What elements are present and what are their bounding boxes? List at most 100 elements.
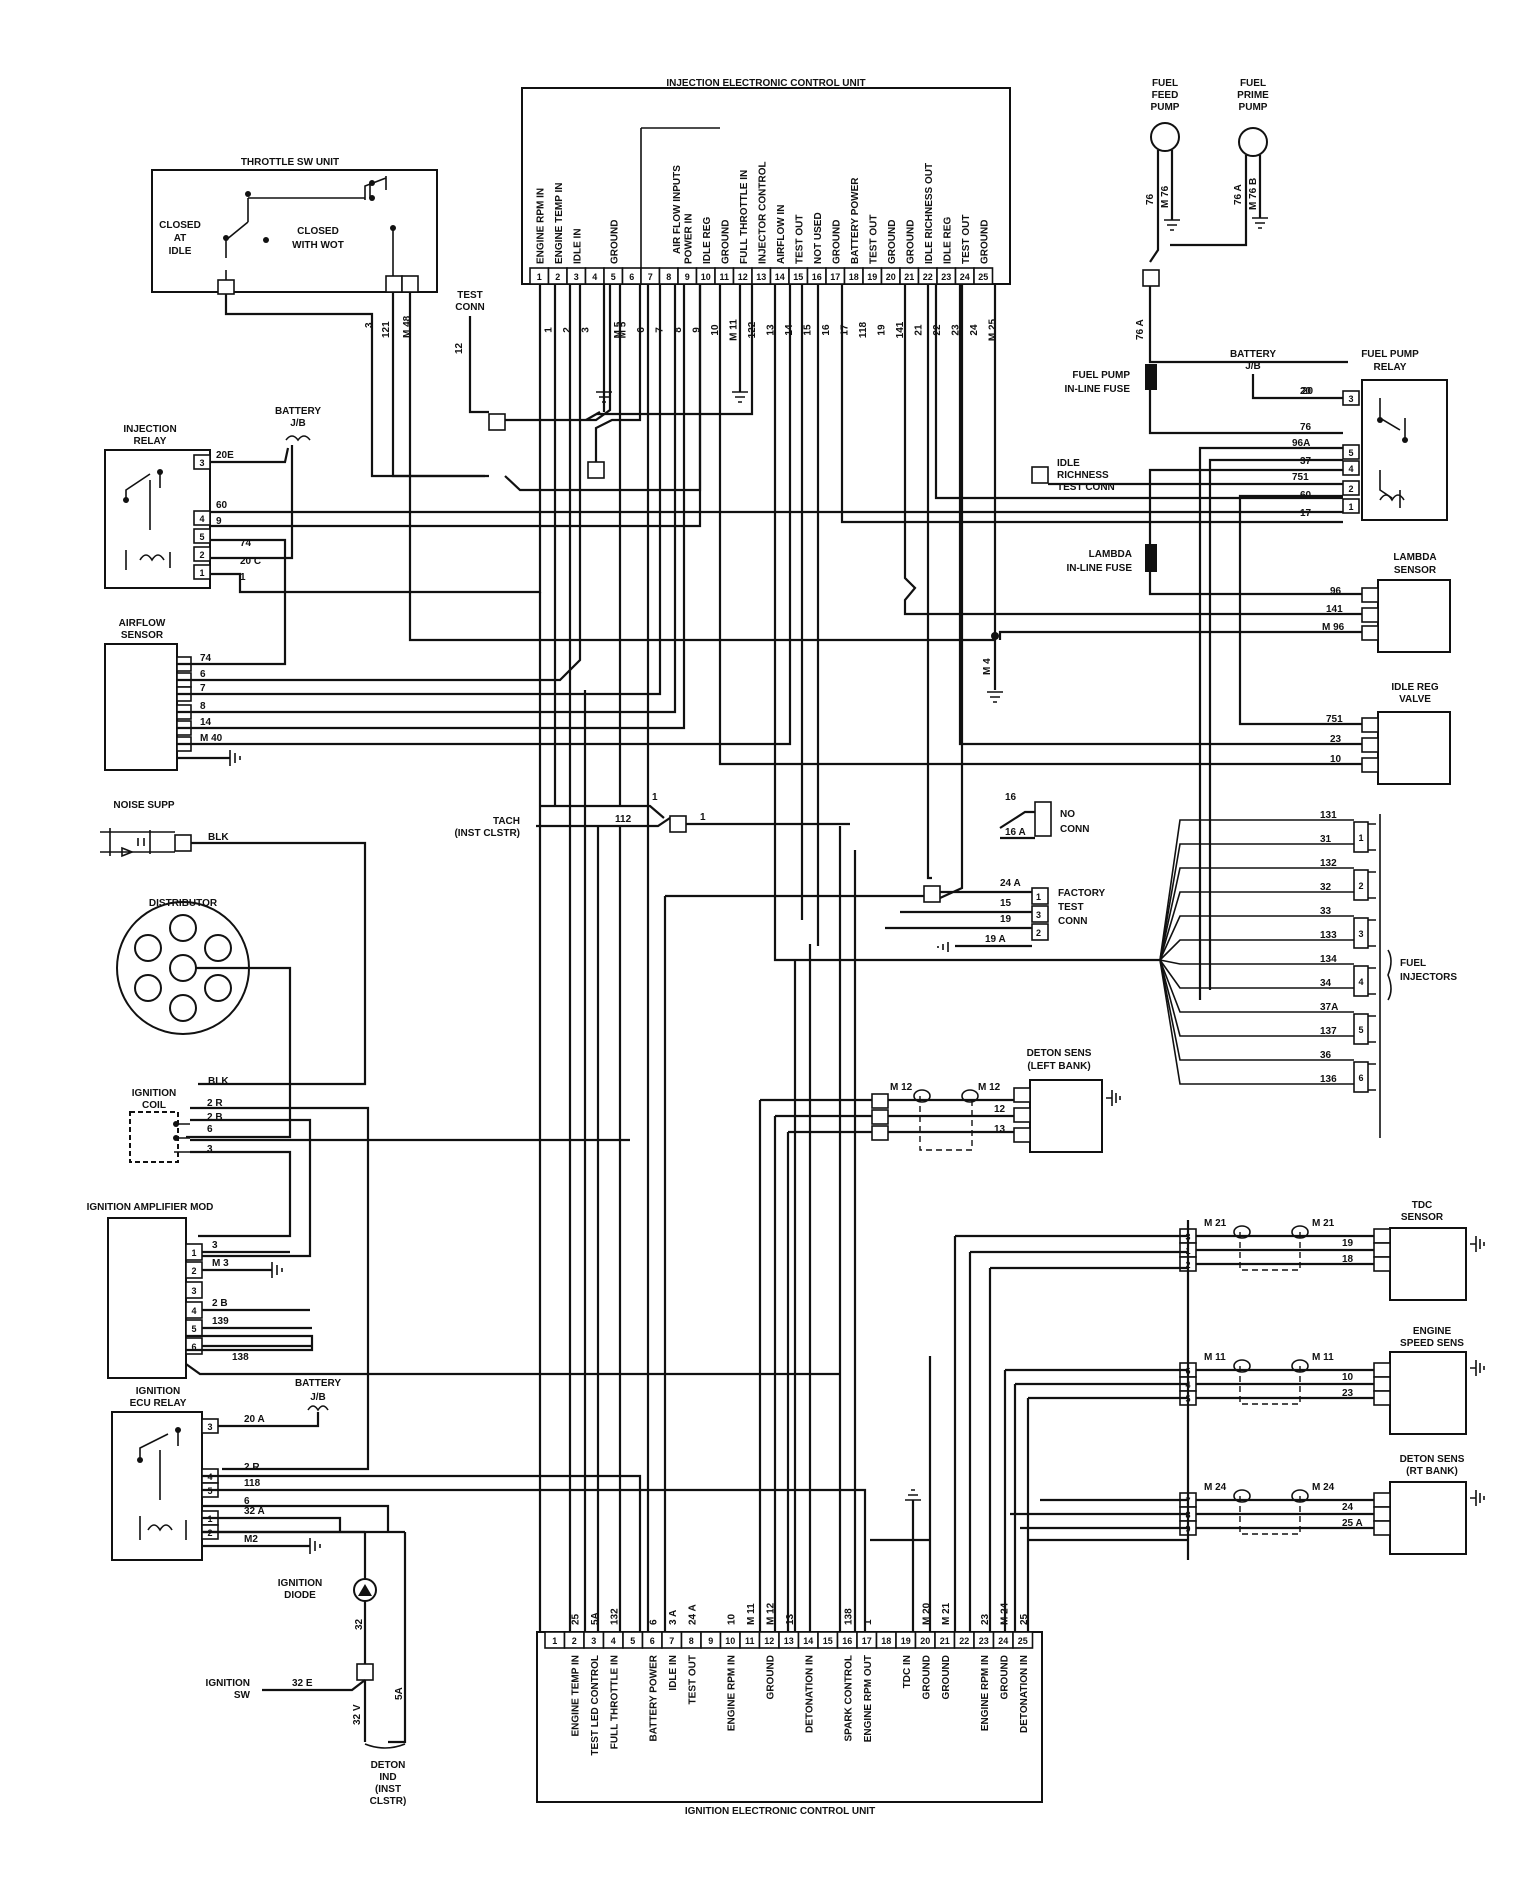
fuel-prime-pump: FUEL PRIME PUMP 76 A M 76 B — [1170, 78, 1269, 247]
airflow-sensor-wire-label: M 40 — [200, 733, 223, 744]
svg-text:FACTORY: FACTORY — [1058, 888, 1106, 899]
ign-ecu-pin-number: 21 — [940, 1636, 950, 1646]
injection-relay-pin — [193, 546, 211, 562]
fuel-pump-relay-wire-label: 37 — [1300, 456, 1312, 467]
ign-ecu-pin-number: 11 — [745, 1636, 755, 1646]
idle-richness-test-conn: IDLE RICHNESS TEST CONN — [1031, 458, 1115, 493]
svg-text:DETON SENS: DETON SENS — [1027, 1048, 1092, 1059]
ign-ecu-wire-label: 13 — [785, 1613, 796, 1625]
sensor-pin — [1373, 1376, 1391, 1392]
svg-text:SPEED SENS: SPEED SENS — [1400, 1338, 1464, 1349]
injection-relay-wire-label: 1 — [240, 572, 246, 583]
fuel-injector-number: 1 — [1358, 833, 1363, 843]
inj-ecu-pin-number: 12 — [738, 272, 748, 282]
fuel-pump-relay-wire-label: 20 — [1302, 386, 1314, 397]
inj-ecu-pin-number: 15 — [793, 272, 803, 282]
shield-end — [1291, 1359, 1309, 1373]
fuel-pump-relay-pin — [1342, 444, 1360, 460]
inj-ecu-wire-label: 10 — [710, 324, 721, 336]
no-conn: NO CONN 16 16 A — [999, 792, 1089, 840]
svg-text:LAMBDA: LAMBDA — [1089, 549, 1132, 560]
inj-ecu-wire-label: 9 — [691, 327, 702, 333]
svg-text:CONN: CONN — [1060, 824, 1089, 835]
shield-end — [1233, 1359, 1251, 1373]
svg-text:M 48: M 48 — [402, 315, 413, 338]
inj-ecu-wire-label: 23 — [950, 324, 961, 336]
injection-relay-pin-number: 4 — [199, 514, 204, 524]
svg-text:NO: NO — [1060, 809, 1075, 820]
svg-text:INJECTION: INJECTION — [123, 424, 176, 435]
svg-text:(RT BANK): (RT BANK) — [1406, 1466, 1458, 1477]
ign-ecu-pin-number: 24 — [998, 1636, 1008, 1646]
svg-text:ENGINE: ENGINE — [1413, 1326, 1452, 1337]
ign-ecu-pin-number: 25 — [1018, 1636, 1028, 1646]
svg-text:IGNITION: IGNITION — [206, 1678, 250, 1689]
svg-text:23: 23 — [1330, 734, 1342, 745]
svg-text:6: 6 — [207, 1124, 213, 1135]
fuel-pump-relay-pin-number: 2 — [1348, 484, 1353, 494]
inj-ecu-wire-label: 6 — [636, 327, 647, 333]
inj-ecu-pin-number: 13 — [756, 272, 766, 282]
injector-wire — [1159, 959, 1354, 1037]
svg-text:IDLE: IDLE — [1057, 458, 1080, 469]
amp-lead — [202, 1250, 312, 1348]
fuel-pump-relay-wire-label: 751 — [1292, 472, 1309, 483]
svg-text:1: 1 — [1036, 892, 1041, 902]
inj-ecu-pin-label: BATTERY POWER — [850, 177, 861, 264]
ign-ecu-pin-number: 13 — [784, 1636, 794, 1646]
svg-text:J/B: J/B — [310, 1392, 326, 1403]
svg-text:12: 12 — [454, 342, 465, 354]
fuel-pump-relay-pin-number: 1 — [1348, 502, 1353, 512]
fuel-injector — [1353, 869, 1369, 901]
inj-ecu-pin-number: 5 — [611, 272, 616, 282]
svg-text:RICHNESS: RICHNESS — [1057, 470, 1109, 481]
ign-ecu-pin-number: 4 — [611, 1636, 616, 1646]
inj-ecu-pin-number: 23 — [941, 272, 951, 282]
inj-ecu-pin-number: 6 — [629, 272, 634, 282]
sensor-pin — [1373, 1492, 1391, 1508]
ignition-diode: IGNITION DIODE 32 — [278, 1532, 377, 1664]
shield-end — [1233, 1225, 1251, 1239]
svg-text:32 E: 32 E — [292, 1678, 313, 1689]
fuel-injector — [1353, 1013, 1369, 1045]
factory-test-conn: 1 3 2 FACTORY TEST CONN 24 A 15 19 19 A — [885, 284, 1106, 952]
svg-text:76 A: 76 A — [1233, 184, 1244, 205]
ign-ecu-pin-number: 10 — [725, 1636, 735, 1646]
ign-ecu-pin-number: 6 — [650, 1636, 655, 1646]
sensor-wire-label: 10 — [1342, 1372, 1354, 1383]
inj-ecu-pin-number: 2 — [555, 272, 560, 282]
ign-ecu-wire-label: 25 — [1019, 1613, 1030, 1625]
fuel-injector-number: 3 — [1358, 929, 1363, 939]
svg-text:FEED: FEED — [1152, 90, 1179, 101]
svg-text:13: 13 — [994, 1124, 1006, 1135]
svg-text:16 A: 16 A — [1005, 827, 1026, 838]
inj-ecu-pin-label: IDLE RICHNESS OUT — [924, 163, 935, 264]
fuel-injector-wire-label: 133 — [1320, 930, 1337, 941]
svg-text:121: 121 — [381, 321, 392, 338]
svg-text:AT: AT — [174, 233, 187, 244]
svg-text:TEST: TEST — [1058, 902, 1084, 913]
sensor-pin — [1373, 1228, 1391, 1244]
ign-ecu-pin-number: 16 — [842, 1636, 852, 1646]
inj-ecu-pin-label: GROUND — [609, 220, 620, 264]
ign-ecu-relay-pin-number: 3 — [207, 1422, 212, 1432]
fuel-pump-relay-pin — [1342, 460, 1360, 476]
inj-ecu-wire-label: M 11 — [728, 319, 739, 341]
ign-ecu-wire-label: 6 — [648, 1619, 659, 1625]
inj-ecu-pin-label: ENGINE RPM IN — [535, 188, 546, 264]
sensor-pin — [1373, 1390, 1391, 1406]
ign-ecu-pin-label: ENGINE RPM IN — [980, 1655, 991, 1731]
injection-ecu-title: INJECTION ELECTRONIC CONTROL UNIT — [666, 78, 865, 89]
fuel-injector-wire-label: 37A — [1320, 1002, 1338, 1013]
ign-ecu-relay-wire-label: 6 — [244, 1496, 250, 1507]
fuel-pump-relay-pin-number: 3 — [1348, 394, 1353, 404]
ignition-switch: IGNITION SW 32 E 32 V 5A — [206, 1532, 407, 1744]
amp-wire-label: M 3 — [212, 1258, 229, 1269]
svg-text:SENSOR: SENSOR — [1394, 565, 1437, 576]
ign-ecu-pin-number: 23 — [979, 1636, 989, 1646]
svg-text:BLK: BLK — [208, 832, 229, 843]
inj-ecu-pin-number: 1 — [537, 272, 542, 282]
inj-ecu-pin-number: 17 — [830, 272, 840, 282]
